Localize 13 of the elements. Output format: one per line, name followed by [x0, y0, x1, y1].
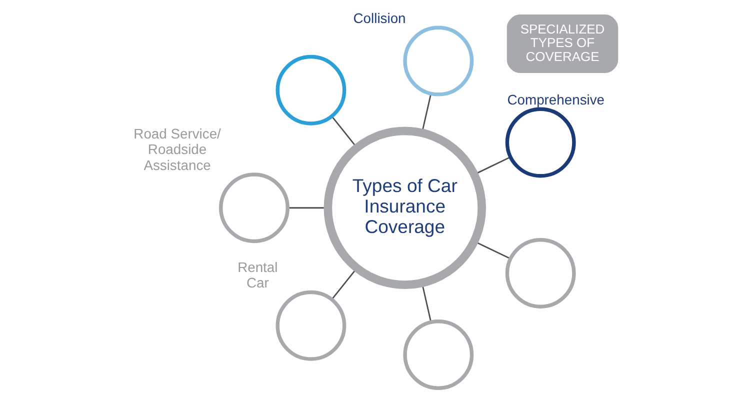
node-circle [403, 320, 474, 390]
node-circle [219, 172, 290, 244]
node-label: Collision [353, 10, 406, 26]
node-box: SPECIALIZED TYPES OF COVERAGE [506, 14, 618, 73]
node-circle: Types of Car Insurance Coverage [324, 126, 486, 290]
node-circle [276, 54, 346, 126]
node-circle [403, 26, 474, 96]
node-label: Comprehensive [507, 92, 605, 108]
node-circle [276, 290, 346, 361]
node-circle [505, 238, 576, 308]
node-label: Road Service/ Roadside Assistance [134, 125, 221, 173]
node-circle [505, 107, 576, 178]
node-label: Rental Car [238, 258, 278, 291]
